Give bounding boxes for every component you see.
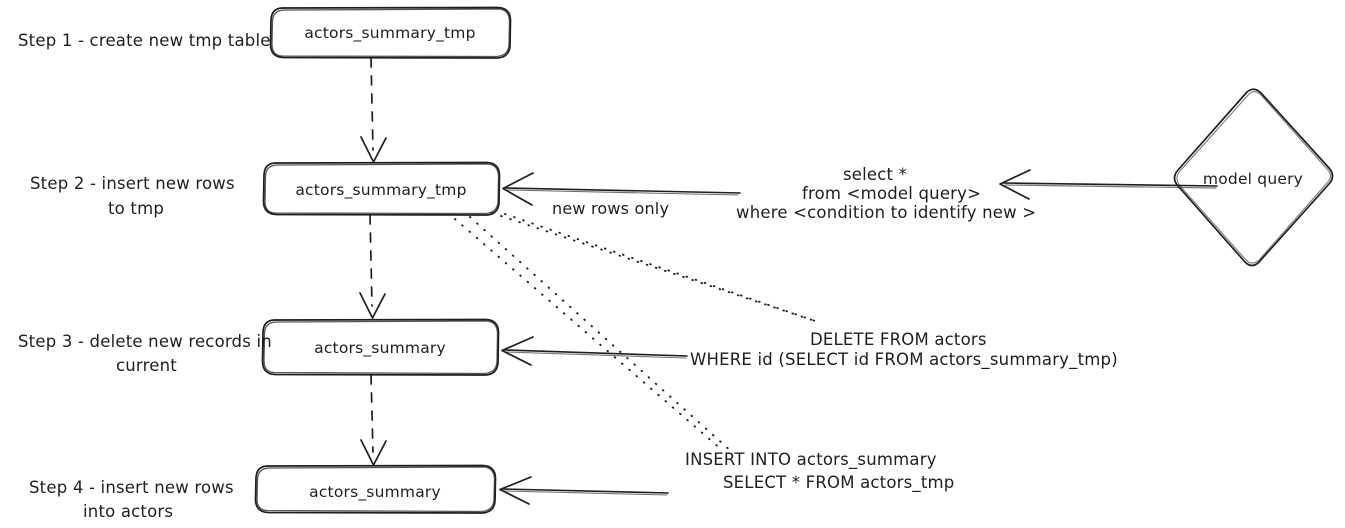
step-4-group: Step 4 - insert new rows into actors act… — [29, 464, 497, 521]
connector-step1-to-step2-line — [370, 57, 374, 151]
node-4-shape — [254, 464, 497, 514]
annotation-model-query-sql: select * from <model query> where <condi… — [736, 165, 1036, 222]
connector-diamond-arrowhead — [999, 169, 1031, 200]
node-1-shape — [269, 6, 512, 59]
connector-diamond-to-sql — [999, 169, 1218, 200]
connector-model-query-to-step2: new rows only — [502, 172, 741, 218]
connector-insert-note-to-step4 — [499, 476, 669, 505]
model-query-sql-line-1: select * — [843, 165, 907, 184]
node-model-query[interactable]: model query — [1173, 88, 1334, 267]
annotation-delete-sql: DELETE FROM actors WHERE id (SELECT id F… — [690, 330, 1118, 370]
node-2-shape — [262, 161, 501, 216]
connector-step2-to-step3 — [359, 214, 386, 319]
node-actors-summary-4[interactable]: actors_summary — [254, 464, 497, 514]
node-actors-summary-3[interactable]: actors_summary — [261, 318, 500, 376]
connector-step3-to-step4 — [360, 374, 387, 466]
connector-step3-to-step4-arrowhead — [360, 439, 387, 466]
node-4-label: actors_summary — [309, 483, 441, 502]
delete-sql-line-2: WHERE id (SELECT id FROM actors_summary_… — [690, 350, 1118, 370]
connector-insert-arrow-arrowhead — [499, 476, 532, 505]
connector-diamond-line — [1002, 182, 1218, 187]
connector-step2-to-delete-note — [491, 212, 819, 323]
connector-insert-note-dotted-2 — [469, 216, 733, 453]
step-2-label-line-1: Step 2 - insert new rows — [30, 174, 235, 193]
step-3-group: Step 3 - delete new records in current a… — [18, 318, 500, 376]
connector-new-rows-line-2 — [507, 189, 739, 196]
connector-insert-arrow-line-2 — [504, 490, 668, 496]
node-actors-summary-tmp-2[interactable]: actors_summary_tmp — [262, 161, 501, 216]
node-3-label: actors_summary — [314, 339, 446, 358]
node-4-shape-sketch — [256, 466, 496, 513]
connector-delete-note-dotted-2 — [504, 213, 819, 323]
annotation-new-rows-only: new rows only — [552, 199, 669, 218]
model-query-sql-line-2: from <model query> — [802, 184, 981, 203]
connector-new-rows-arrowhead — [502, 172, 534, 206]
step-1-label: Step 1 - create new tmp table — [18, 31, 271, 50]
model-query-diamond-shape — [1173, 88, 1334, 267]
node-1-shape-sketch — [271, 8, 511, 58]
node-1-label: actors_summary_tmp — [304, 24, 475, 43]
connector-insert-note-dotted — [454, 218, 723, 451]
connector-step2-to-step3-line — [369, 214, 373, 307]
node-actors-summary-tmp-1[interactable]: actors_summary_tmp — [269, 6, 512, 59]
step-3-label-line-2: current — [116, 356, 177, 375]
step-3-label-line-1: Step 3 - delete new records in — [18, 332, 272, 351]
model-query-diamond-shape-sketch — [1176, 91, 1332, 264]
step-2-label-line-2: to tmp — [108, 199, 164, 218]
step-4-label-line-2: into actors — [83, 502, 173, 521]
node-2-shape-sketch — [264, 163, 500, 215]
insert-sql-line-1: INSERT INTO actors_summary — [685, 450, 937, 470]
connector-step2-to-insert-note — [454, 216, 733, 453]
annotation-insert-sql: INSERT INTO actors_summary SELECT * FROM… — [685, 450, 954, 493]
connector-step2-to-step3-arrowhead — [359, 292, 386, 319]
model-query-label: model query — [1203, 170, 1303, 188]
connector-delete-note-to-step3 — [501, 336, 688, 366]
step-2-group: Step 2 - insert new rows to tmp actors_s… — [30, 161, 501, 218]
insert-sql-line-2: SELECT * FROM actors_tmp — [723, 473, 954, 493]
connector-new-rows-line — [505, 187, 741, 194]
step-1-group: Step 1 - create new tmp table actors_sum… — [18, 6, 512, 59]
connector-step1-to-step2-arrowhead — [360, 136, 387, 163]
delete-sql-line-1: DELETE FROM actors — [810, 330, 987, 349]
connector-insert-arrow-line — [502, 488, 669, 494]
node-3-shape-sketch — [263, 320, 499, 375]
step-4-label-line-1: Step 4 - insert new rows — [29, 478, 234, 497]
node-3-shape — [261, 318, 500, 376]
node-2-label: actors_summary_tmp — [295, 181, 466, 200]
connector-delete-arrow-line-2 — [506, 351, 687, 359]
connector-delete-arrow-arrowhead — [501, 336, 534, 366]
connector-delete-arrow-line — [504, 349, 688, 357]
model-query-sql-line-3: where <condition to identify new > — [736, 203, 1036, 222]
connector-step3-to-step4-line — [370, 374, 374, 453]
connector-step1-to-step2 — [360, 57, 387, 163]
connector-delete-note-dotted — [491, 212, 813, 321]
